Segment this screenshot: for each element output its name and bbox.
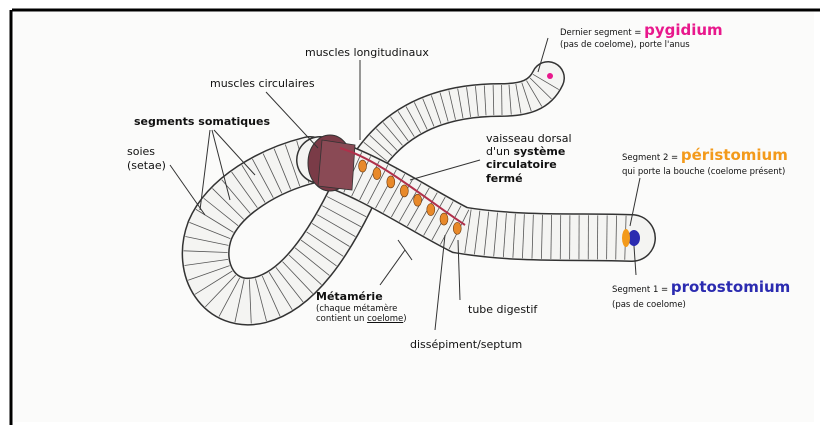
gut-segment <box>440 213 448 225</box>
label-tube-digestif: tube digestif <box>468 303 537 316</box>
label-vaisseau-1: vaisseau dorsal <box>486 132 572 145</box>
vaisseau-2-prefix: d'un <box>486 145 513 158</box>
metamerie-coelome: coelome <box>367 314 403 324</box>
gut-segment <box>414 194 422 206</box>
gut-segment <box>453 222 461 234</box>
label-segments-somatiques: segments somatiques <box>134 115 270 128</box>
label-vaisseau-4: fermé <box>486 172 523 185</box>
label-soies: soies <box>127 145 155 158</box>
metamerie-note2-suffix: ) <box>403 314 406 324</box>
metamerie-note2-prefix: contient un <box>316 314 367 324</box>
vaisseau-2-bold: système <box>513 145 565 158</box>
protostomium-term: protostomium <box>671 278 790 296</box>
label-muscles-longitudinaux: muscles longitudinaux <box>305 46 429 59</box>
segment-ring <box>607 215 608 259</box>
gut-segment <box>387 176 395 188</box>
peristomium-shape <box>622 229 630 247</box>
segment2-prefix: Segment 2 = <box>622 153 681 163</box>
gut-segment <box>427 204 435 216</box>
gut-segment <box>373 168 381 180</box>
pygidium-term: pygidium <box>644 21 723 39</box>
gut-segment <box>400 185 408 197</box>
label-vaisseau-3: circulatoire <box>486 158 557 171</box>
label-metamerie-note1: (chaque métamère <box>316 304 397 314</box>
segment1-prefix: Segment 1 = <box>612 285 671 295</box>
label-segment2: Segment 2 = péristomium <box>622 150 788 163</box>
label-metamerie-note2: contient un coelome) <box>316 314 407 324</box>
dernier-segment-prefix: Dernier segment = <box>560 28 644 38</box>
label-metamerie: Métamérie <box>316 290 383 303</box>
label-segment1: Segment 1 = protostomium <box>612 282 790 295</box>
label-peristomium-note: qui porte la bouche (coelome présent) <box>622 167 785 177</box>
muscle-band <box>318 140 355 190</box>
label-dissepiment: dissépiment/septum <box>410 338 522 351</box>
label-muscles-circulaires: muscles circulaires <box>210 77 315 90</box>
peristomium-term: péristomium <box>681 146 788 164</box>
label-pygidium-note: (pas de coelome), porte l'anus <box>560 40 690 50</box>
label-vaisseau-2: d'un système <box>486 145 565 158</box>
label-dernier-segment: Dernier segment = pygidium <box>560 25 723 38</box>
label-protostomium-note: (pas de coelome) <box>612 300 686 310</box>
gut-segment <box>359 160 367 172</box>
label-setae: (setae) <box>127 159 166 172</box>
pygidium-shape <box>547 73 553 79</box>
